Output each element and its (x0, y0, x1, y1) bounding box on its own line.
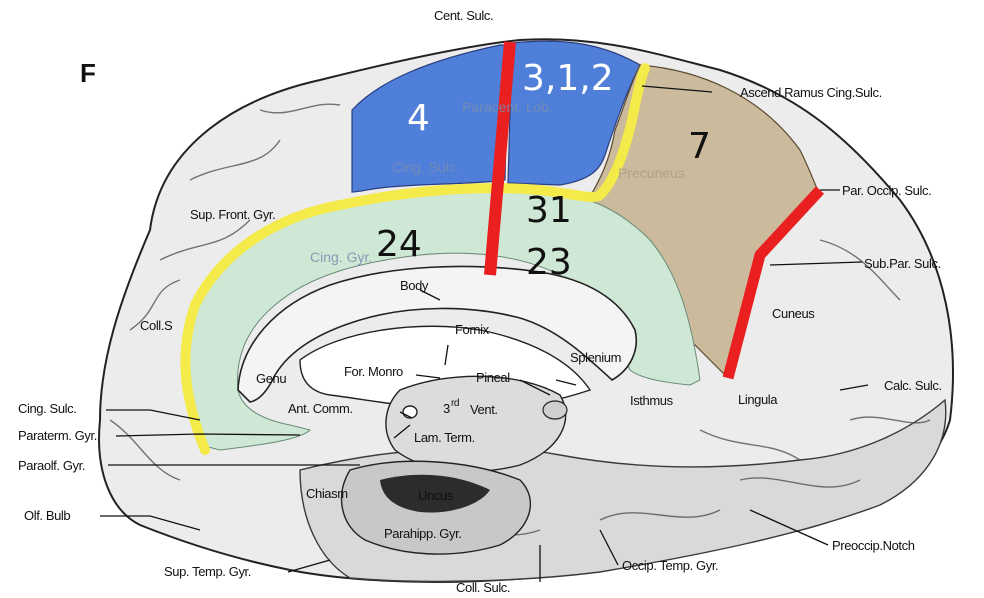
label-coll-sulc: Coll. Sulc. (456, 580, 510, 595)
label-lam-term: Lam. Term. (414, 430, 475, 445)
label-third-vent-3: 3 (443, 401, 450, 416)
label-ant-comm: Ant. Comm. (288, 401, 353, 416)
label-chiasm: Chiasm (306, 486, 348, 501)
area-31-number: 31 (526, 190, 572, 231)
label-sup-temp-gyr: Sup. Temp. Gyr. (164, 564, 251, 579)
label-paraolf-gyr: Paraolf. Gyr. (18, 458, 85, 473)
label-cuneus: Cuneus (772, 306, 815, 321)
label-body: Body (400, 278, 429, 293)
label-uncus: Uncus (418, 488, 454, 503)
label-parahipp-gyr: Parahipp. Gyr. (384, 526, 462, 541)
label-paraterm-gyr: Paraterm. Gyr. (18, 428, 97, 443)
label-calc-sulc: Calc. Sulc. (884, 378, 942, 393)
area-23-number: 23 (526, 242, 572, 283)
label-genu: Genu (256, 371, 286, 386)
label-cent-sulc: Cent. Sulc. (434, 8, 493, 23)
label-fornix: Fornix (455, 322, 490, 337)
area-24-number: 24 (376, 224, 422, 265)
label-occip-temp-gyr: Occip. Temp. Gyr. (622, 558, 718, 573)
label-for-monro: For. Monro (344, 364, 403, 379)
anterior-commissure (403, 406, 417, 418)
label-sub-par: Sub.Par. Sulc. (864, 256, 941, 271)
label-pineal: Pineal (476, 370, 510, 385)
faint-precuneus: Precuneus (618, 165, 685, 181)
label-olf-bulb: Olf. Bulb (24, 508, 70, 523)
label-preoccip-notch: Preoccip.Notch (832, 538, 915, 553)
label-par-occip: Par. Occip. Sulc. (842, 183, 931, 198)
label-lingula: Lingula (738, 392, 778, 407)
label-cing-sulc-left: Cing. Sulc. (18, 401, 76, 416)
faint-cing-sulc: Cing. Sulc. (392, 159, 460, 175)
label-third-vent: Vent. (470, 402, 498, 417)
area-7-number: 7 (688, 126, 711, 167)
faint-paracent-lob: Paracent. Lob. (462, 99, 553, 115)
panel-letter: F (80, 58, 96, 88)
area-4-number: 4 (407, 98, 430, 139)
area-312-number: 3,1,2 (522, 58, 614, 99)
label-third-vent-sup: rd (451, 398, 459, 409)
label-coll-s: Coll.S (140, 318, 173, 333)
label-isthmus: Isthmus (630, 393, 674, 408)
pineal-body (543, 401, 567, 419)
label-ascend-ramus: Ascend.Ramus Cing.Sulc. (740, 85, 882, 100)
label-sup-front-gyr: Sup. Front. Gyr. (190, 207, 275, 222)
faint-cing-gyr: Cing. Gyr. (310, 249, 372, 265)
label-splenium: Splenium (570, 350, 621, 365)
